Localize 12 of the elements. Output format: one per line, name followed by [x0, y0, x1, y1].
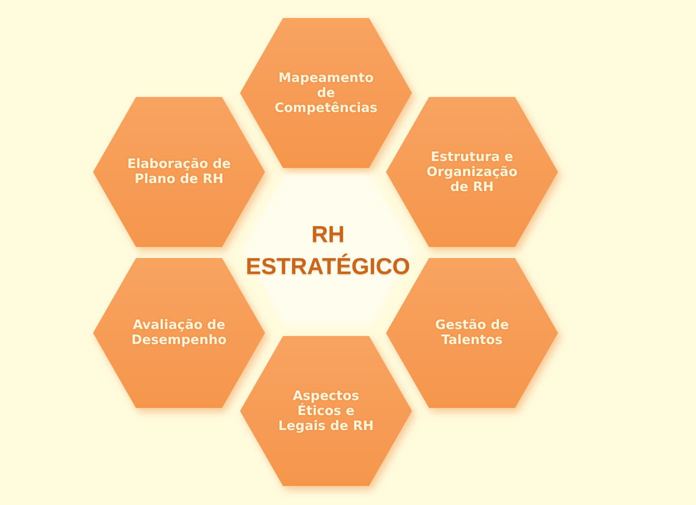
hexagon-tile	[240, 336, 412, 486]
hexagon-tile	[240, 18, 412, 168]
hexagon-tile	[93, 97, 265, 247]
topic-label: Avaliação de Desempenho	[130, 318, 228, 348]
topic-label: Gestão de Talentos	[434, 318, 510, 348]
topic-label: Mapeamento de Competências	[273, 70, 379, 116]
topic-label: Aspectos Éticos e Legais de RH	[277, 388, 375, 434]
central-heading: RH ESTRATÉGICO	[244, 220, 412, 281]
hexagon-tile	[386, 97, 558, 247]
center-hexagon	[242, 175, 414, 325]
topic-label: Elaboração de Plano de RH	[126, 157, 232, 187]
topic-label: Estrutura e Organização de RH	[426, 150, 518, 194]
